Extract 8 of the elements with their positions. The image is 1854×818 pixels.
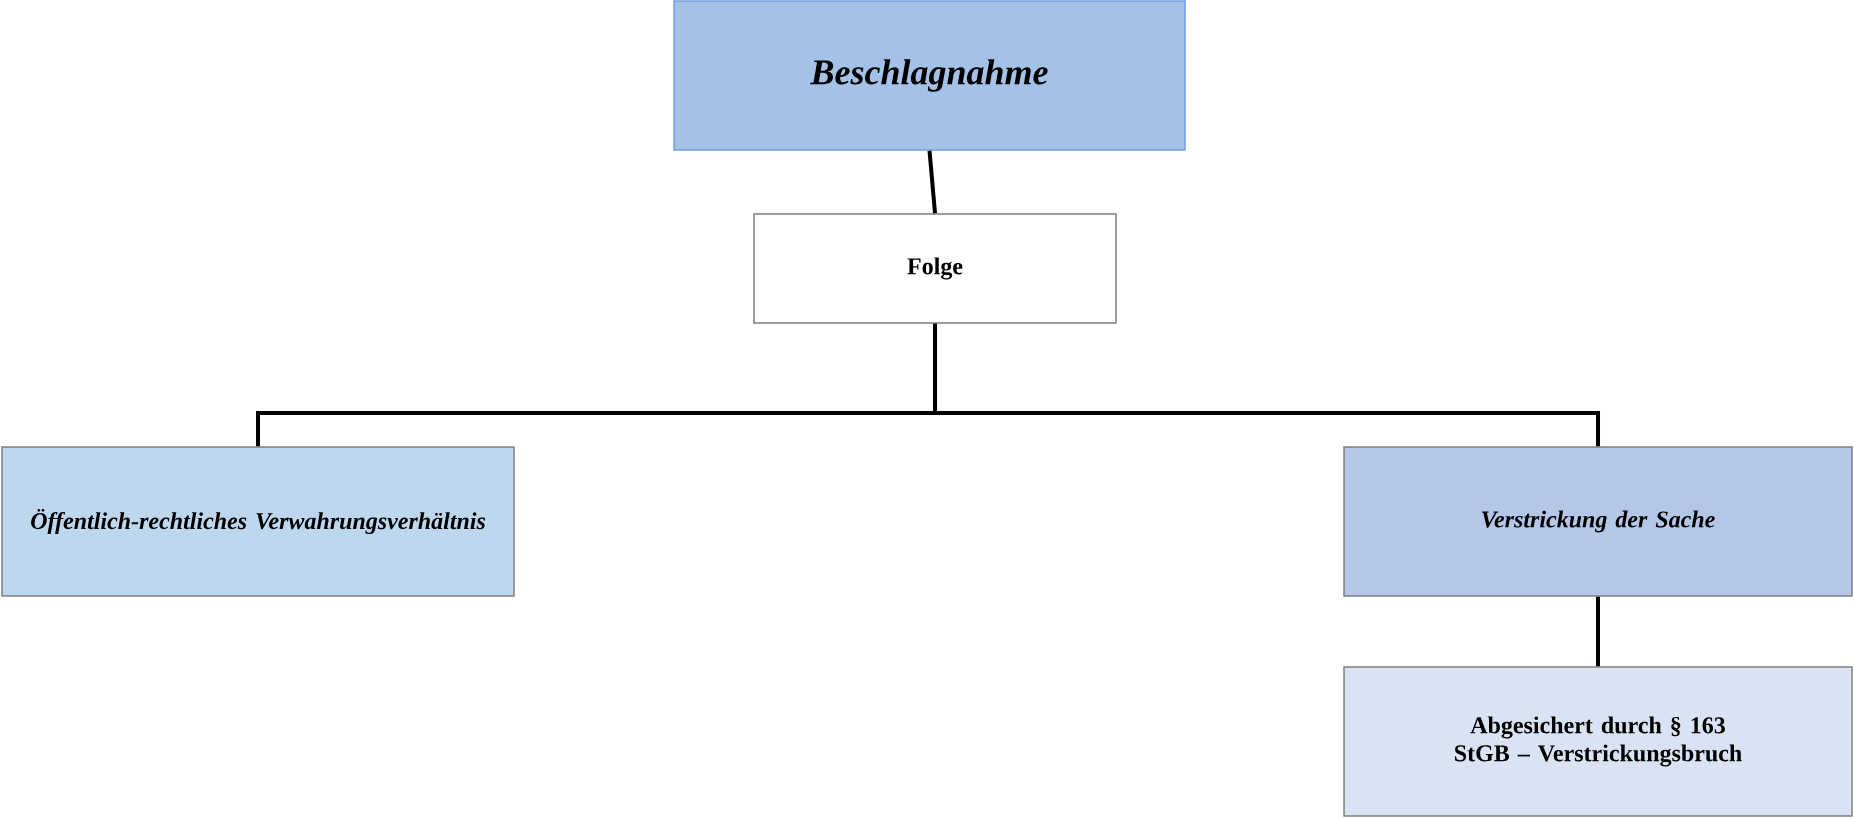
process-box: Verstrickung der Sache bbox=[1343, 446, 1853, 597]
process-box: Folge bbox=[753, 213, 1117, 324]
process-box: Abgesichert durch § 163 StGB – Verstrickungsbruch bbox=[1343, 666, 1853, 817]
connector-line bbox=[1596, 596, 1600, 667]
process-box: Öffentlich-rechtliches Verwahrungsverhältnis bbox=[1, 446, 515, 597]
title-box: Beschlagnahme bbox=[673, 0, 1186, 151]
connector-line bbox=[933, 323, 1600, 447]
connector-line bbox=[927, 150, 937, 214]
